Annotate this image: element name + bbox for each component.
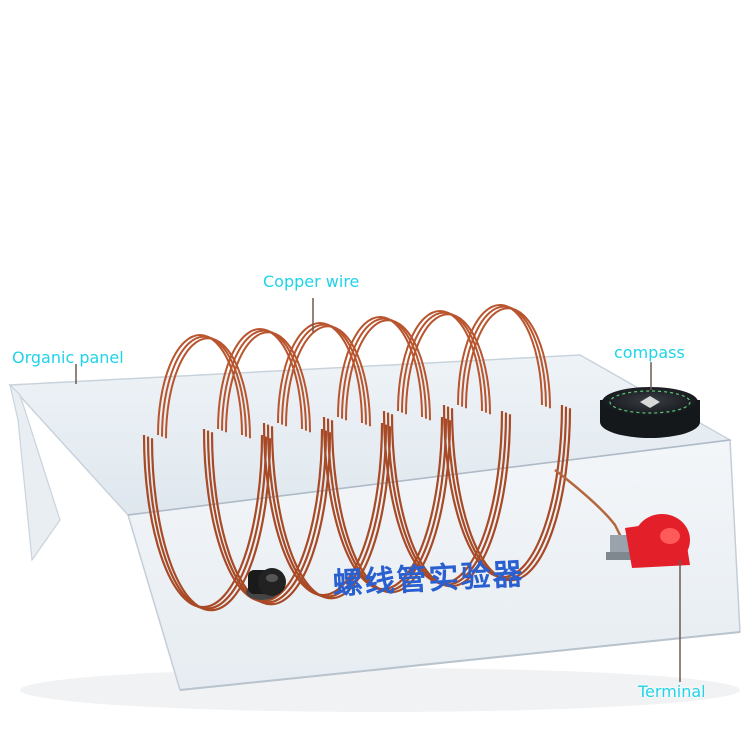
lead-wire (554, 469, 627, 546)
coil-loop-back (157, 334, 243, 436)
coil-loop-front (202, 428, 324, 603)
coil-loop-back (457, 304, 543, 406)
coil-loop-back (397, 310, 483, 412)
coil-loop-front (446, 406, 568, 580)
coil-loop-front (262, 422, 384, 597)
coil-loop-front (442, 404, 564, 579)
coil-loop-front (210, 432, 332, 606)
coil-loop-front (266, 424, 388, 598)
coil-loop-front (386, 412, 508, 586)
organic-panel-left-leg (8, 383, 61, 562)
coil-loop-front (146, 436, 268, 610)
coil-loop-back (217, 328, 303, 430)
compass-icon (600, 387, 700, 438)
coil-loop-back (277, 322, 363, 424)
coil-loop-front (382, 410, 504, 585)
coil-loop-front (206, 430, 328, 604)
coil-loop-back (165, 337, 251, 439)
copper-coil-front (142, 404, 572, 612)
coil-loop-front (322, 416, 444, 591)
coil-loop-back (465, 307, 551, 409)
panel-front-edge (179, 631, 741, 691)
coil-loop-front (270, 426, 392, 600)
coil-loop-back (221, 329, 307, 431)
red-terminal[interactable] (606, 514, 690, 568)
coil-loop-front (142, 434, 264, 609)
coil-loop-front (150, 438, 272, 612)
copper-coil-back (157, 304, 551, 439)
coil-loop-front (326, 418, 448, 592)
coil-loop-back (345, 319, 431, 421)
coil-loop-back (225, 331, 311, 433)
coil-loop-back (461, 305, 547, 407)
coil-loop-back (161, 335, 247, 437)
black-terminal[interactable] (246, 568, 286, 600)
label-compass: compass (614, 343, 685, 362)
coil-loop-back (285, 325, 371, 427)
coil-loop-back (341, 317, 427, 419)
coil-loop-front (330, 420, 452, 594)
coil-loop-front (390, 414, 512, 588)
label-terminal: Terminal (638, 682, 706, 701)
coil-loop-back (405, 313, 491, 415)
coil-loop-front (450, 408, 572, 582)
coil-loop-back (281, 323, 367, 425)
coil-loop-back (401, 311, 487, 413)
label-copper-wire: Copper wire (263, 272, 360, 291)
label-organic-panel: Organic panel (12, 348, 124, 367)
coil-loop-back (337, 316, 423, 418)
floor-shadow (20, 668, 740, 712)
panel-top-edge (127, 439, 731, 516)
